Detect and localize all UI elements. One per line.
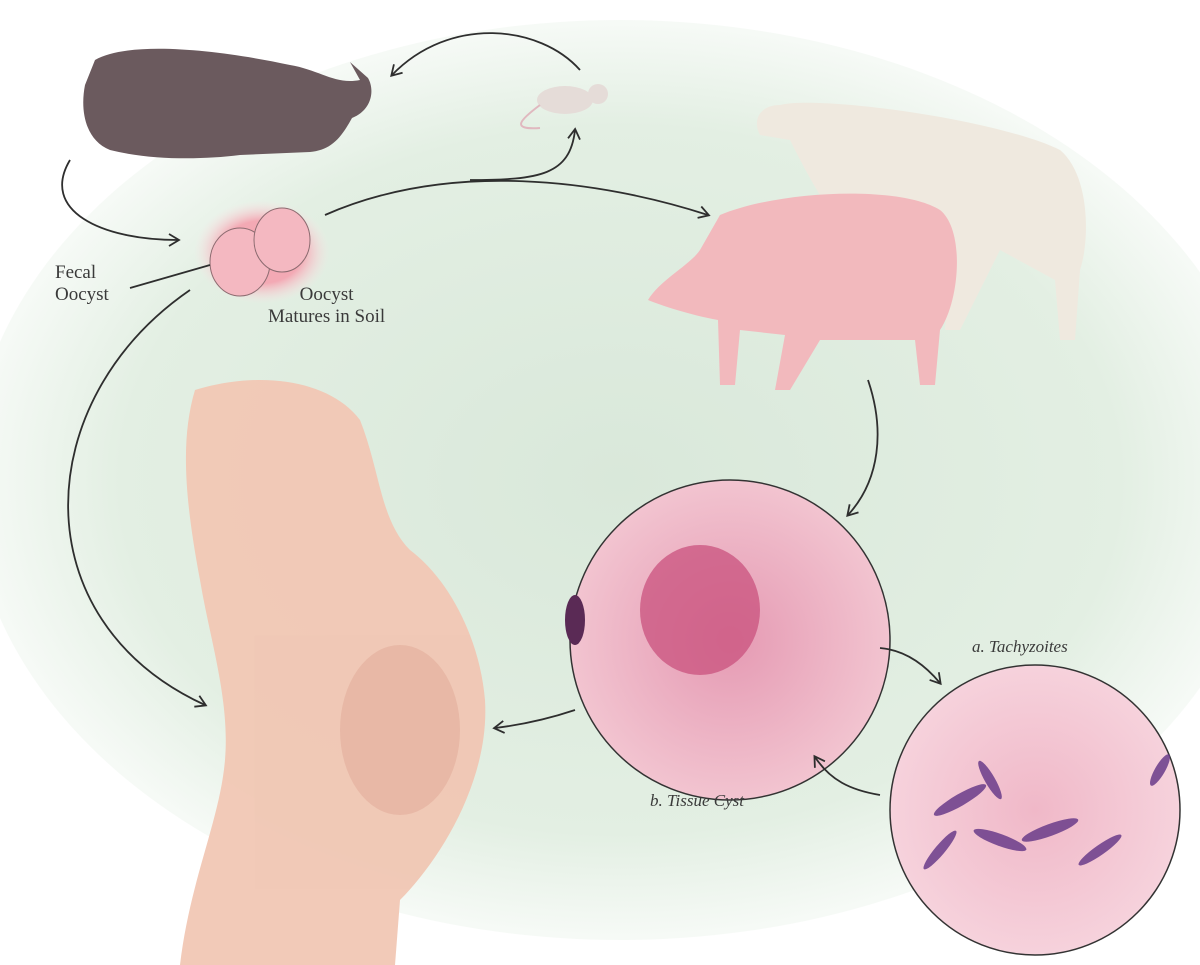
arrow-oocyst-to-human — [67, 289, 208, 708]
fecal-oocyst-pointer — [129, 264, 211, 289]
oocyst-soil-label-line1: Oocyst — [299, 284, 354, 305]
arrow-tissue-cyst-to-human — [492, 709, 576, 734]
arrow-tissue-cyst-to-tachyzoites — [879, 647, 942, 686]
tissue-cyst-micrograph — [565, 479, 891, 801]
mouse-illustration — [520, 84, 608, 130]
tachyzoites-micrograph — [889, 664, 1181, 956]
arrow-tachyzoites-to-tissue-cyst — [813, 754, 881, 796]
arrow-oocyst-to-mouse — [469, 127, 581, 181]
oocyst-soil-label: Oocyst Matures in Soil — [268, 284, 385, 328]
oocyst-soil-label-line2: Matures in Soil — [268, 306, 386, 327]
fecal-oocyst-label: Fecal Oocyst — [55, 262, 109, 306]
cat-illustration — [83, 48, 372, 159]
arrow-mouse-to-cat — [390, 32, 581, 77]
arrow-cat-to-oocyst — [61, 159, 181, 247]
life-cycle-arrows — [61, 32, 942, 796]
arrow-oocyst-to-pig — [324, 179, 711, 219]
pig-illustration — [648, 193, 957, 390]
pregnant-woman-illustration — [180, 380, 486, 965]
tissue-cyst-label: b. Tissue Cyst — [650, 791, 744, 810]
oocyst-illustration — [194, 200, 330, 304]
tachyzoites-label: a. Tachyzoites — [972, 637, 1068, 656]
fecal-oocyst-label-line1: Fecal — [55, 262, 97, 283]
arrow-pig-to-tissue-cyst — [846, 379, 879, 518]
fecal-oocyst-label-line2: Oocyst — [55, 284, 109, 305]
